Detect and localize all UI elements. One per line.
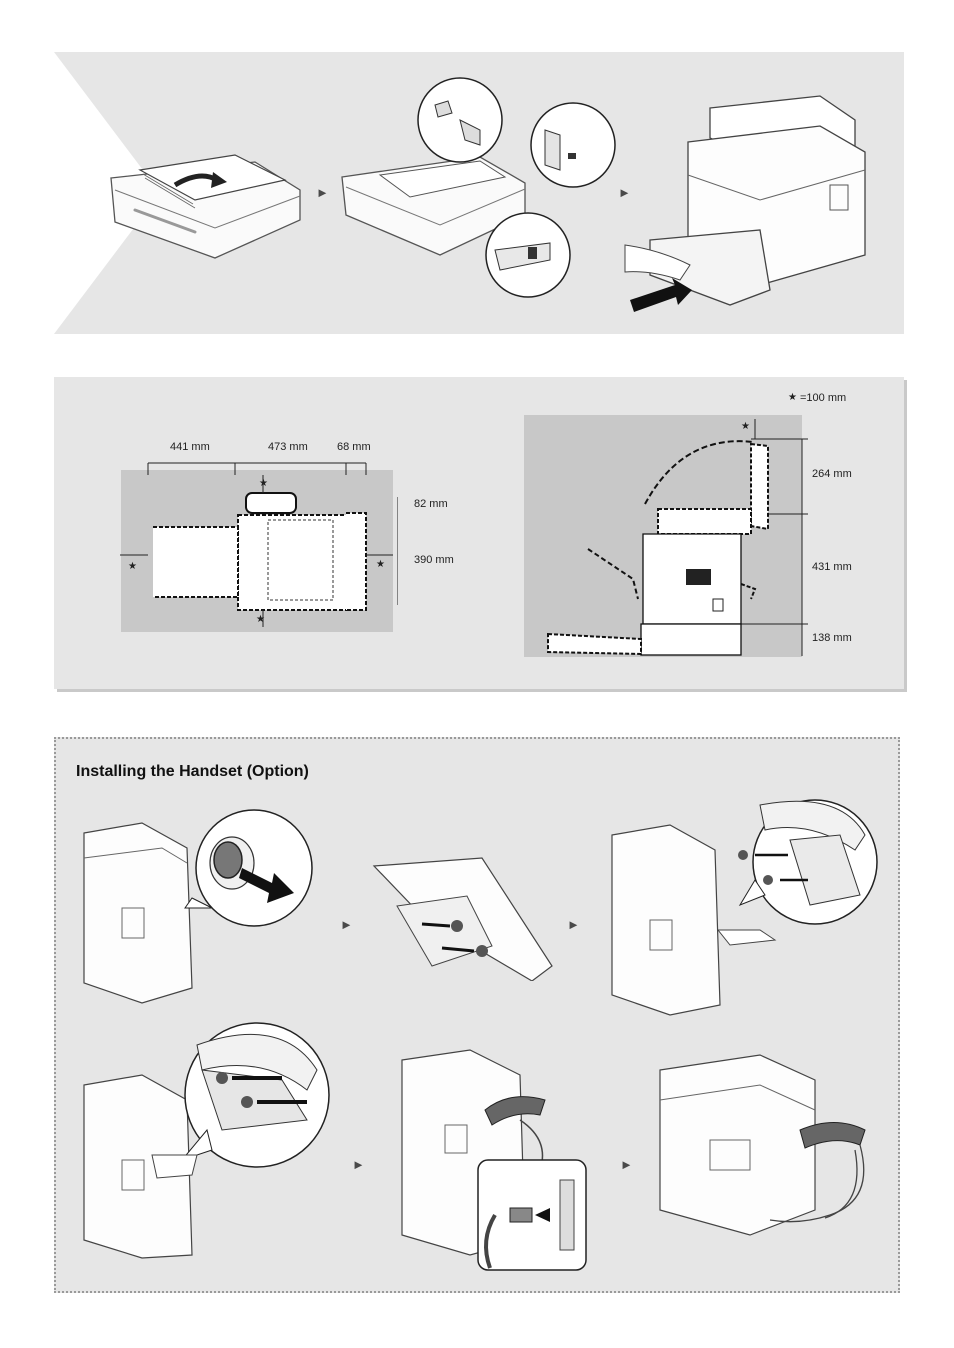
star-side-top-icon: ★ <box>741 421 750 432</box>
dim-side-height-middle: 431 mm <box>812 561 852 573</box>
printer-insert-tray-illustration <box>624 95 866 312</box>
dim-height-top: 82 mm <box>414 498 448 510</box>
section-title: Installing the Handset (Option) <box>76 763 309 780</box>
tray-with-paper-illustration <box>110 154 301 259</box>
remove-cap-illustration <box>83 809 313 1004</box>
star-right-icon: ★ <box>376 559 385 570</box>
step-arrow-2: ► <box>618 185 631 200</box>
step-arrow-5: ► <box>352 1157 365 1172</box>
dim-width-left: 441 mm <box>170 441 210 453</box>
legend-text: =100 mm <box>800 392 847 404</box>
push-arrow-icon <box>630 278 692 312</box>
mount-handset-illustration <box>83 1022 330 1259</box>
dim-width-middle: 473 mm <box>268 441 308 453</box>
cap-icon <box>213 841 243 879</box>
pull-arrow-icon <box>239 868 294 903</box>
star-top-icon: ★ <box>259 478 268 489</box>
dim-height-main: 390 mm <box>414 554 454 566</box>
connect-cable-illustration <box>401 1049 587 1271</box>
screw-icon <box>451 920 463 932</box>
attach-cradle-illustration <box>611 799 878 1016</box>
step-arrow-4: ► <box>567 917 580 932</box>
dim-side-height-bottom: 138 mm <box>812 632 852 644</box>
tray-guides-illustration <box>341 77 616 298</box>
top-view-clearance-diagram <box>120 462 398 632</box>
step-arrow-1: ► <box>316 185 329 200</box>
step-arrow-3: ► <box>340 917 353 932</box>
legend-star-icon: ★ <box>788 392 797 403</box>
handset-installed-illustration <box>659 1054 866 1236</box>
star-left-icon: ★ <box>128 561 137 572</box>
step-arrow-6: ► <box>620 1157 633 1172</box>
zoom-detail-right <box>530 102 616 188</box>
star-bottom-icon: ★ <box>256 614 265 625</box>
screw-icon-2 <box>476 945 488 957</box>
dim-side-height-top: 264 mm <box>812 468 852 480</box>
handset-cradle-screws-illustration <box>372 857 553 981</box>
dim-width-right: 68 mm <box>337 441 371 453</box>
side-view-clearance-diagram <box>524 415 808 657</box>
